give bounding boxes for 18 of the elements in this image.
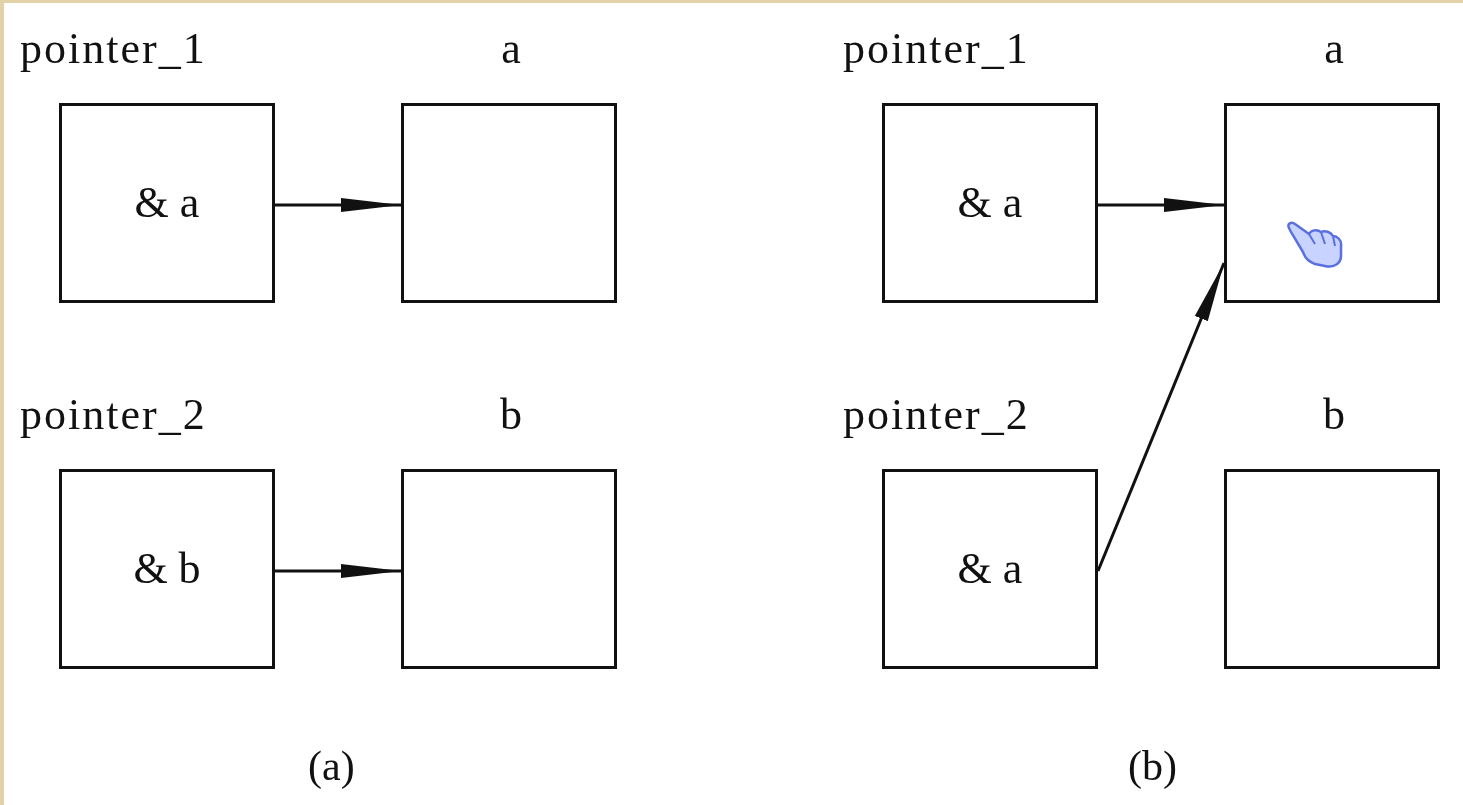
address-value: & a (134, 178, 200, 228)
variable-name: a (1323, 24, 1347, 74)
address-value: & a (957, 178, 1023, 228)
variable-name: b (1322, 390, 1348, 440)
variable-name: pointer_1 (843, 24, 1030, 74)
variable-name: a (500, 24, 524, 74)
variable-name: pointer_2 (20, 390, 207, 440)
variable-name: pointer_1 (20, 24, 207, 74)
arrow (1098, 198, 1224, 212)
variable-name: b (499, 390, 525, 440)
address-value: & a (957, 544, 1023, 594)
variable-name: pointer_2 (843, 390, 1030, 440)
address-value: & b (133, 544, 201, 594)
arrow (275, 198, 401, 212)
arrow (275, 564, 401, 578)
panel-label: (a) (308, 742, 355, 790)
panel-label: (b) (1128, 742, 1177, 790)
arrow (1096, 262, 1226, 572)
